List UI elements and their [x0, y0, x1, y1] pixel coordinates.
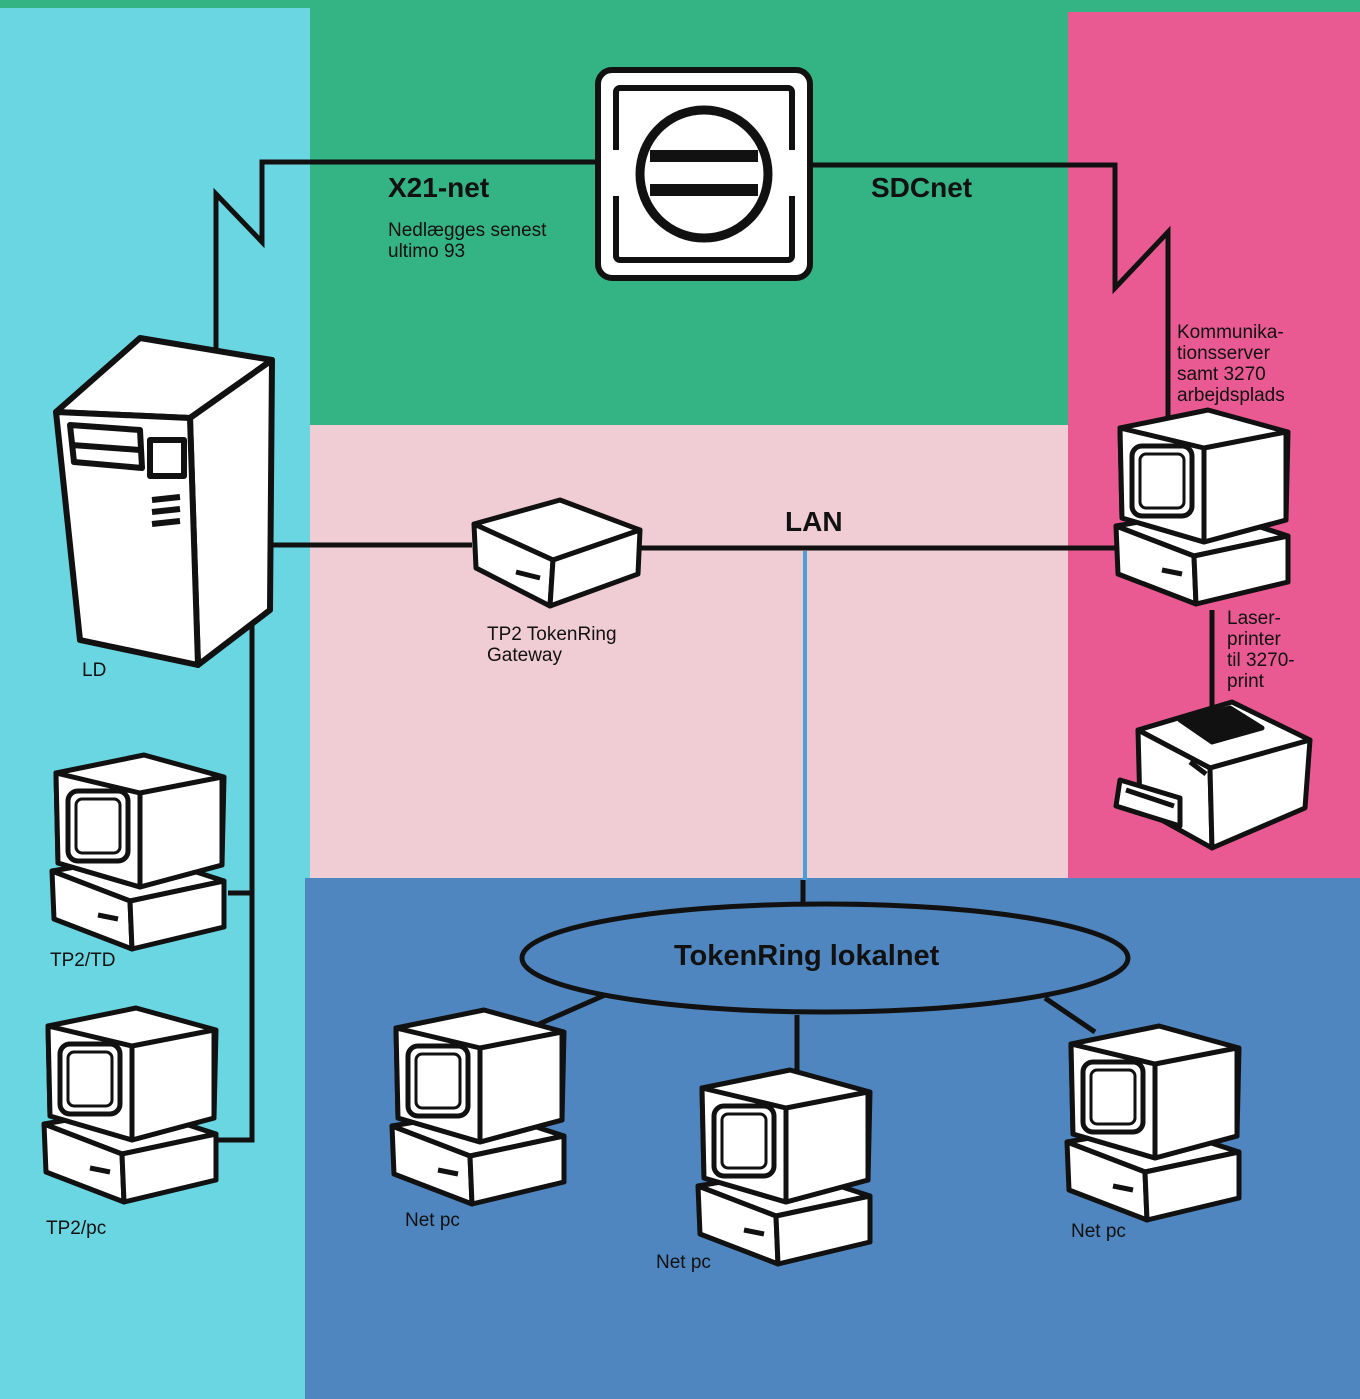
computer-icon-comm-server — [1113, 407, 1291, 607]
connections — [213, 159, 1215, 1143]
tokenring-ellipse — [519, 901, 1131, 1015]
ring-link-right — [1043, 995, 1097, 1035]
tp2-td-label: TP2/TD — [50, 950, 116, 971]
ld-vertical-bus — [218, 615, 255, 1143]
tokenring-label: TokenRing lokalnet — [674, 940, 940, 972]
net-pc-label-left: Net pc — [405, 1210, 460, 1231]
sdcnet-label: SDCnet — [871, 172, 973, 203]
gateway-label: TP2 TokenRing Gateway — [487, 624, 617, 666]
ring-link-left — [528, 992, 607, 1031]
net-pc-label-center: Net pc — [656, 1252, 711, 1273]
x21-net-label: X21-net — [388, 172, 490, 203]
computer-icon-tp2-pc — [41, 1005, 219, 1205]
computer-icon-net-pc-right — [1064, 1023, 1242, 1223]
x21-line — [213, 159, 600, 348]
laserprinter-label: Laser- printer til 3270- print — [1227, 608, 1295, 692]
computers — [41, 407, 1291, 1267]
computer-icon-net-pc-left — [389, 1007, 567, 1207]
x21-note-label: Nedlægges senest ultimo 93 — [388, 220, 547, 262]
ld-label: LD — [82, 660, 107, 681]
kommunikationsserver-label: Kommunika- tionsserver samt 3270 arbejds… — [1177, 322, 1285, 406]
computer-icon-tp2-td — [49, 752, 227, 952]
gateway-box-icon — [471, 497, 643, 609]
middle-panel — [310, 425, 1070, 880]
sdcnet-line — [810, 162, 1171, 420]
tp2-pc-label: TP2/pc — [46, 1218, 107, 1239]
lan-label: LAN — [785, 506, 843, 537]
computer-icon-net-pc-center — [695, 1067, 873, 1267]
laser-printer-icon — [1113, 699, 1313, 851]
sdc-logo-icon — [595, 67, 813, 281]
server-tower-icon — [53, 335, 275, 668]
net-pc-label-right: Net pc — [1071, 1221, 1126, 1242]
